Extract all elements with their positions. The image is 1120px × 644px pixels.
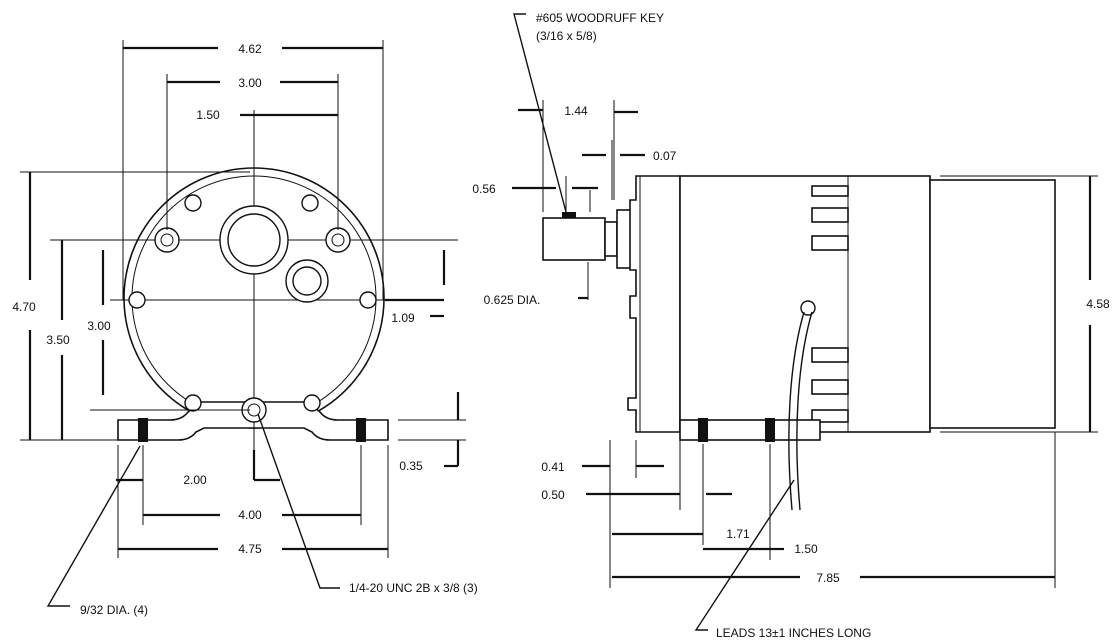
secondary-bore xyxy=(292,266,322,296)
dim-height-overall: 4.70 xyxy=(12,300,36,314)
dim-width-overall: 4.62 xyxy=(238,42,262,56)
shaft xyxy=(542,217,606,261)
foot-hole-left xyxy=(138,418,148,442)
note-key-line1: #605 WOODRUFF KEY xyxy=(536,11,664,25)
dim-foot-width: 4.75 xyxy=(238,542,262,556)
dim-shaft-dia: 0.625 DIA. xyxy=(484,293,541,307)
dim-foot-a: 0.50 xyxy=(541,488,565,502)
dim-shaft-offset: 1.09 xyxy=(391,311,415,325)
dim-half-width: 1.50 xyxy=(196,108,220,122)
woodruff-key xyxy=(562,212,576,218)
note-key-line2: (3/16 x 5/8) xyxy=(536,29,597,43)
dim-mount-spacing-top: 3.00 xyxy=(238,76,262,90)
shaft-collar xyxy=(604,221,618,257)
lead-grommet xyxy=(800,300,816,316)
shaft-bore xyxy=(227,213,281,267)
side-view: #605 WOODRUFF KEY (3/16 x 5/8) 1.44 0.07… xyxy=(472,11,1110,640)
note-tapped-holes: 1/4-20 UNC 2B x 3/8 (3) xyxy=(349,581,478,595)
dim-height-holes: 3.00 xyxy=(87,319,111,333)
dim-foot-offset: 0.41 xyxy=(541,460,565,474)
note-leads: LEADS 13±1 INCHES LONG xyxy=(716,626,871,640)
motor-end-cap xyxy=(929,179,1056,429)
cooling-fins xyxy=(811,185,849,423)
front-view: 4.62 3.00 1.50 4.70 3.50 3.00 1.09 0.35 xyxy=(12,40,478,617)
dim-foot-thickness: 0.35 xyxy=(399,459,423,473)
dim-foot-half: 2.00 xyxy=(183,473,207,487)
rim-bolt xyxy=(303,394,321,412)
rim-bolt xyxy=(301,194,319,212)
rim-bolt xyxy=(128,291,146,309)
dim-height-mid: 3.50 xyxy=(46,333,70,347)
gearbox-housing xyxy=(627,175,681,433)
dim-shoulder: 0.07 xyxy=(653,149,677,163)
note-foot-holes: 9/32 DIA. (4) xyxy=(80,603,148,617)
dim-height-side: 4.58 xyxy=(1086,297,1110,311)
dim-key-width: 0.56 xyxy=(472,182,496,196)
dim-foot-c: 1.50 xyxy=(794,542,818,556)
foot-hole-right xyxy=(356,418,366,442)
side-foot xyxy=(679,419,821,441)
tapped-hole-right xyxy=(325,227,351,253)
rim-bolt xyxy=(184,394,202,412)
tapped-hole-left xyxy=(154,227,180,253)
rim-bolt xyxy=(184,194,202,212)
dim-shaft-length: 1.44 xyxy=(564,104,588,118)
rim-bolt xyxy=(359,291,377,309)
dim-foot-b: 1.71 xyxy=(726,527,750,541)
dim-length-overall: 7.85 xyxy=(816,571,840,585)
dim-foot-hole-spacing: 4.00 xyxy=(238,508,262,522)
